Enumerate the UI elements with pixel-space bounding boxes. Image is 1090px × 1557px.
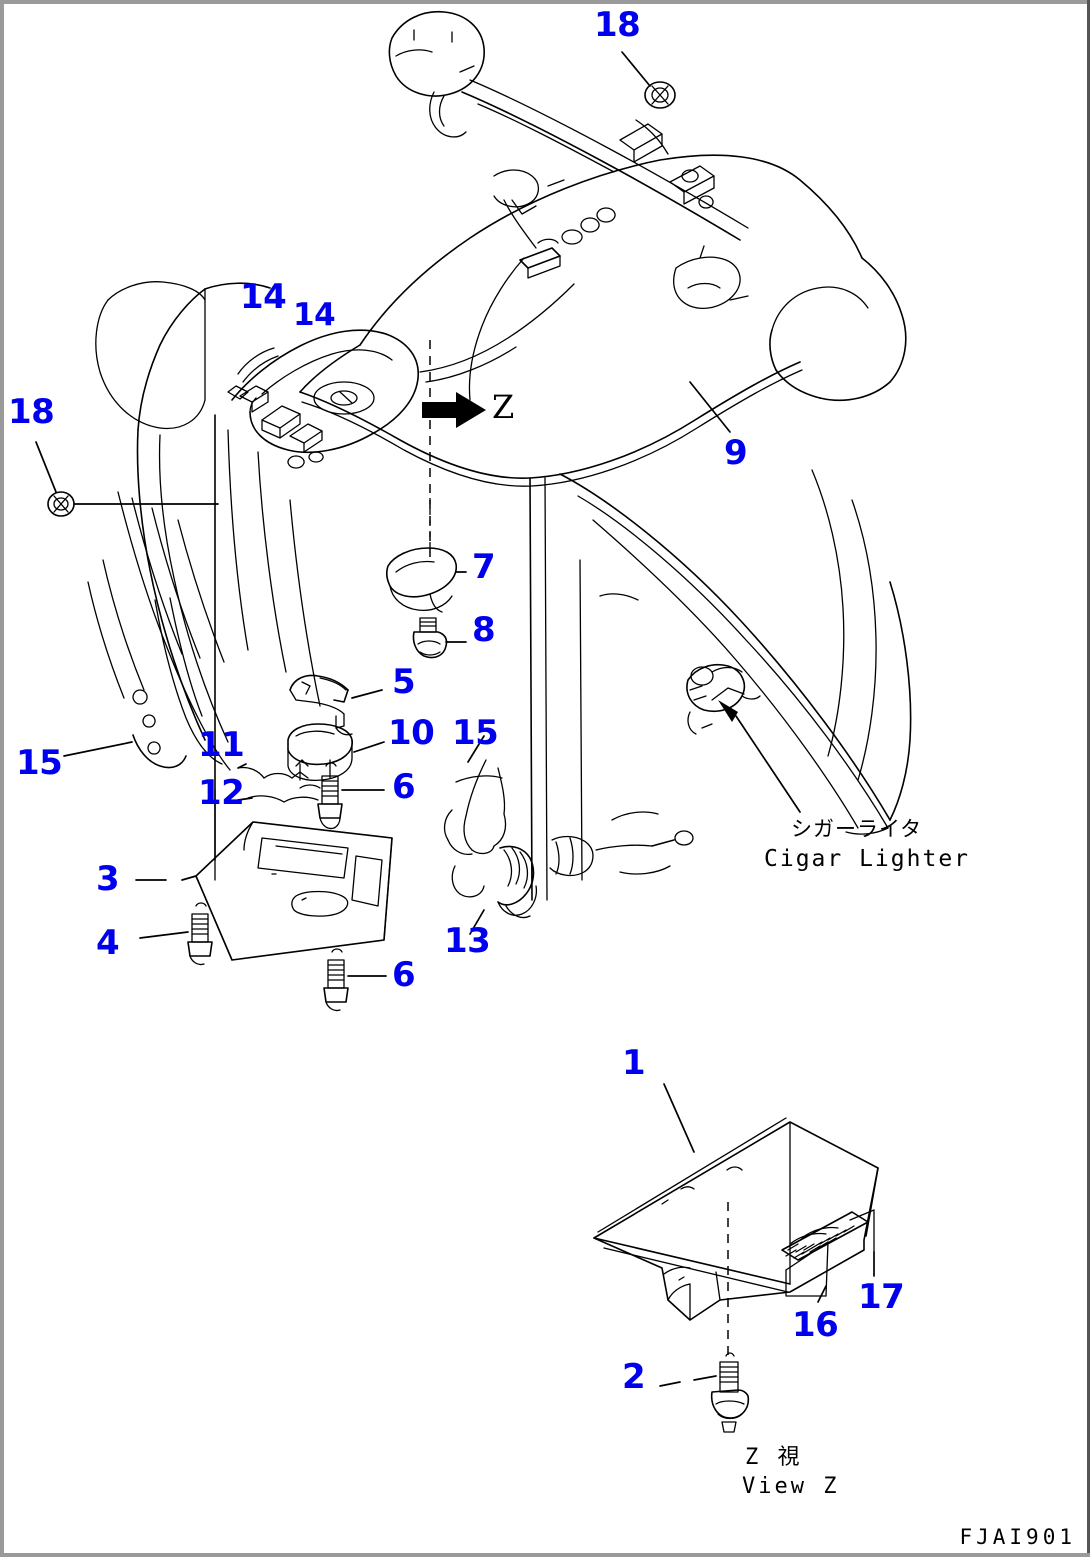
part-8-screw <box>412 617 448 659</box>
callout-2: 2 <box>622 1357 646 1397</box>
page-top-border <box>0 0 1090 4</box>
part-7-lamp <box>385 547 457 613</box>
part-6-bolt-lower <box>323 948 349 1012</box>
view-z-label-jp: Z 視 <box>745 1445 803 1470</box>
part-10-clamp <box>287 723 353 782</box>
callout-11: 11 <box>198 725 245 765</box>
callout-4: 4 <box>96 923 120 963</box>
callout-9: 9 <box>724 433 748 473</box>
part-12-clip <box>247 784 321 803</box>
cigar-lighter-label-en: Cigar Lighter <box>764 846 971 872</box>
callout-7: 7 <box>472 547 496 587</box>
callout-18-top: 18 <box>594 5 641 45</box>
cab-assembly-group <box>35 10 912 1012</box>
section-arrow-z <box>422 340 486 560</box>
callout-1: 1 <box>622 1043 646 1083</box>
callout-16: 16 <box>792 1305 839 1345</box>
part-15-13-harness <box>443 759 694 919</box>
part-4-bolt <box>187 902 213 966</box>
callout-6-lower: 6 <box>392 955 416 995</box>
page-right-border <box>1087 0 1090 1557</box>
callout-14-b: 14 <box>293 297 336 333</box>
view-z-label-en: View Z <box>742 1474 840 1499</box>
callout-3: 3 <box>96 859 120 899</box>
cigar-lighter-label-jp: シガーライタ <box>791 817 923 841</box>
callout-13: 13 <box>444 921 491 961</box>
page-bottom-border <box>0 1553 1090 1557</box>
part-6-bolt-upper <box>317 762 343 830</box>
callout-5: 5 <box>392 662 416 702</box>
vent-louver-16 <box>781 1211 869 1261</box>
nut-18-left <box>47 491 75 517</box>
sheet-code: FJAI901 <box>959 1525 1076 1549</box>
nut-18-top <box>644 81 676 109</box>
part-5-bracket <box>289 674 353 736</box>
rear-roof-detail <box>673 245 749 309</box>
callout-10: 10 <box>388 713 435 753</box>
callout-15-left: 15 <box>16 743 63 783</box>
section-arrow-label: Z <box>492 388 515 426</box>
callout-12: 12 <box>198 773 245 813</box>
callout-8: 8 <box>472 610 496 650</box>
callout-15-mid: 15 <box>452 713 499 753</box>
page-left-border <box>0 0 4 1557</box>
callout-6-upper: 6 <box>392 767 416 807</box>
callout-18-left: 18 <box>8 392 55 432</box>
callout-17: 17 <box>858 1277 905 1317</box>
part-2-bolt <box>710 1352 750 1433</box>
roof-harness-group <box>388 10 749 401</box>
part-3-tray <box>195 821 393 961</box>
callout-14-a: 14 <box>240 277 287 317</box>
part-11-clip <box>237 759 309 779</box>
roof-console-group <box>227 329 419 469</box>
view-z-assembly-group <box>593 1083 879 1433</box>
cigar-lighter-component <box>686 664 761 735</box>
